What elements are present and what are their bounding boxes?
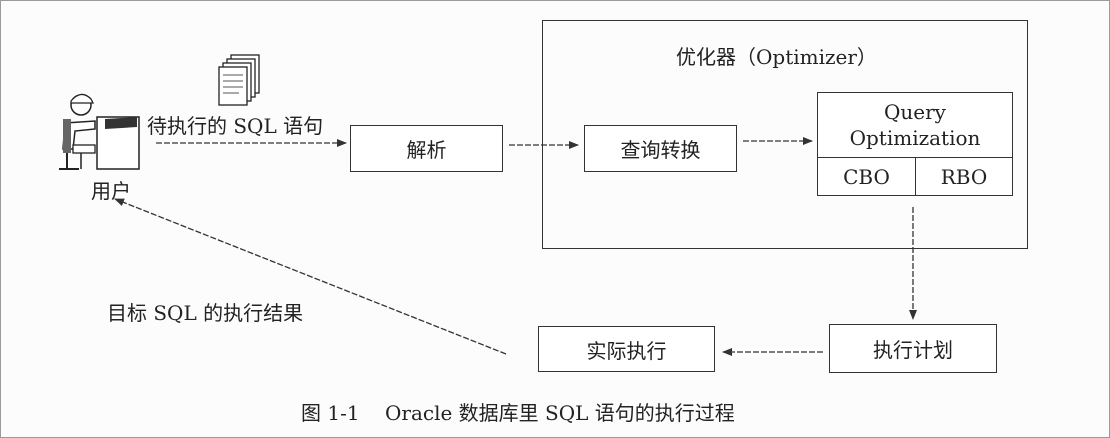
- query-optimization-header: Query Optimization: [818, 93, 1012, 158]
- query-optimization-line1: Query: [884, 100, 946, 124]
- user-at-computer-icon: [59, 93, 140, 170]
- query-optimization-box: Query Optimization CBO RBO: [817, 92, 1013, 196]
- result-label: 目标 SQL 的执行结果: [107, 301, 304, 325]
- query-transform-box: 查询转换: [584, 125, 737, 172]
- document-stack-icon: [218, 54, 260, 106]
- arrow-execution-to-user: [114, 198, 507, 355]
- pending-sql-label: 待执行的 SQL 语句: [147, 114, 324, 138]
- user-label: 用户: [91, 179, 131, 203]
- cbo-cell: CBO: [818, 158, 916, 195]
- execution-plan-box: 执行计划: [829, 324, 997, 373]
- rbo-cell: RBO: [940, 164, 988, 189]
- optimizer-container: [542, 20, 1028, 249]
- query-optimization-line2: Optimization: [849, 126, 981, 150]
- actual-execution-box: 实际执行: [538, 326, 715, 372]
- optimizer-title: 优化器（Optimizer）: [676, 45, 877, 69]
- parse-box: 解析: [350, 125, 503, 172]
- figure-caption: 图 1-1 Oracle 数据库里 SQL 语句的执行过程: [301, 401, 735, 425]
